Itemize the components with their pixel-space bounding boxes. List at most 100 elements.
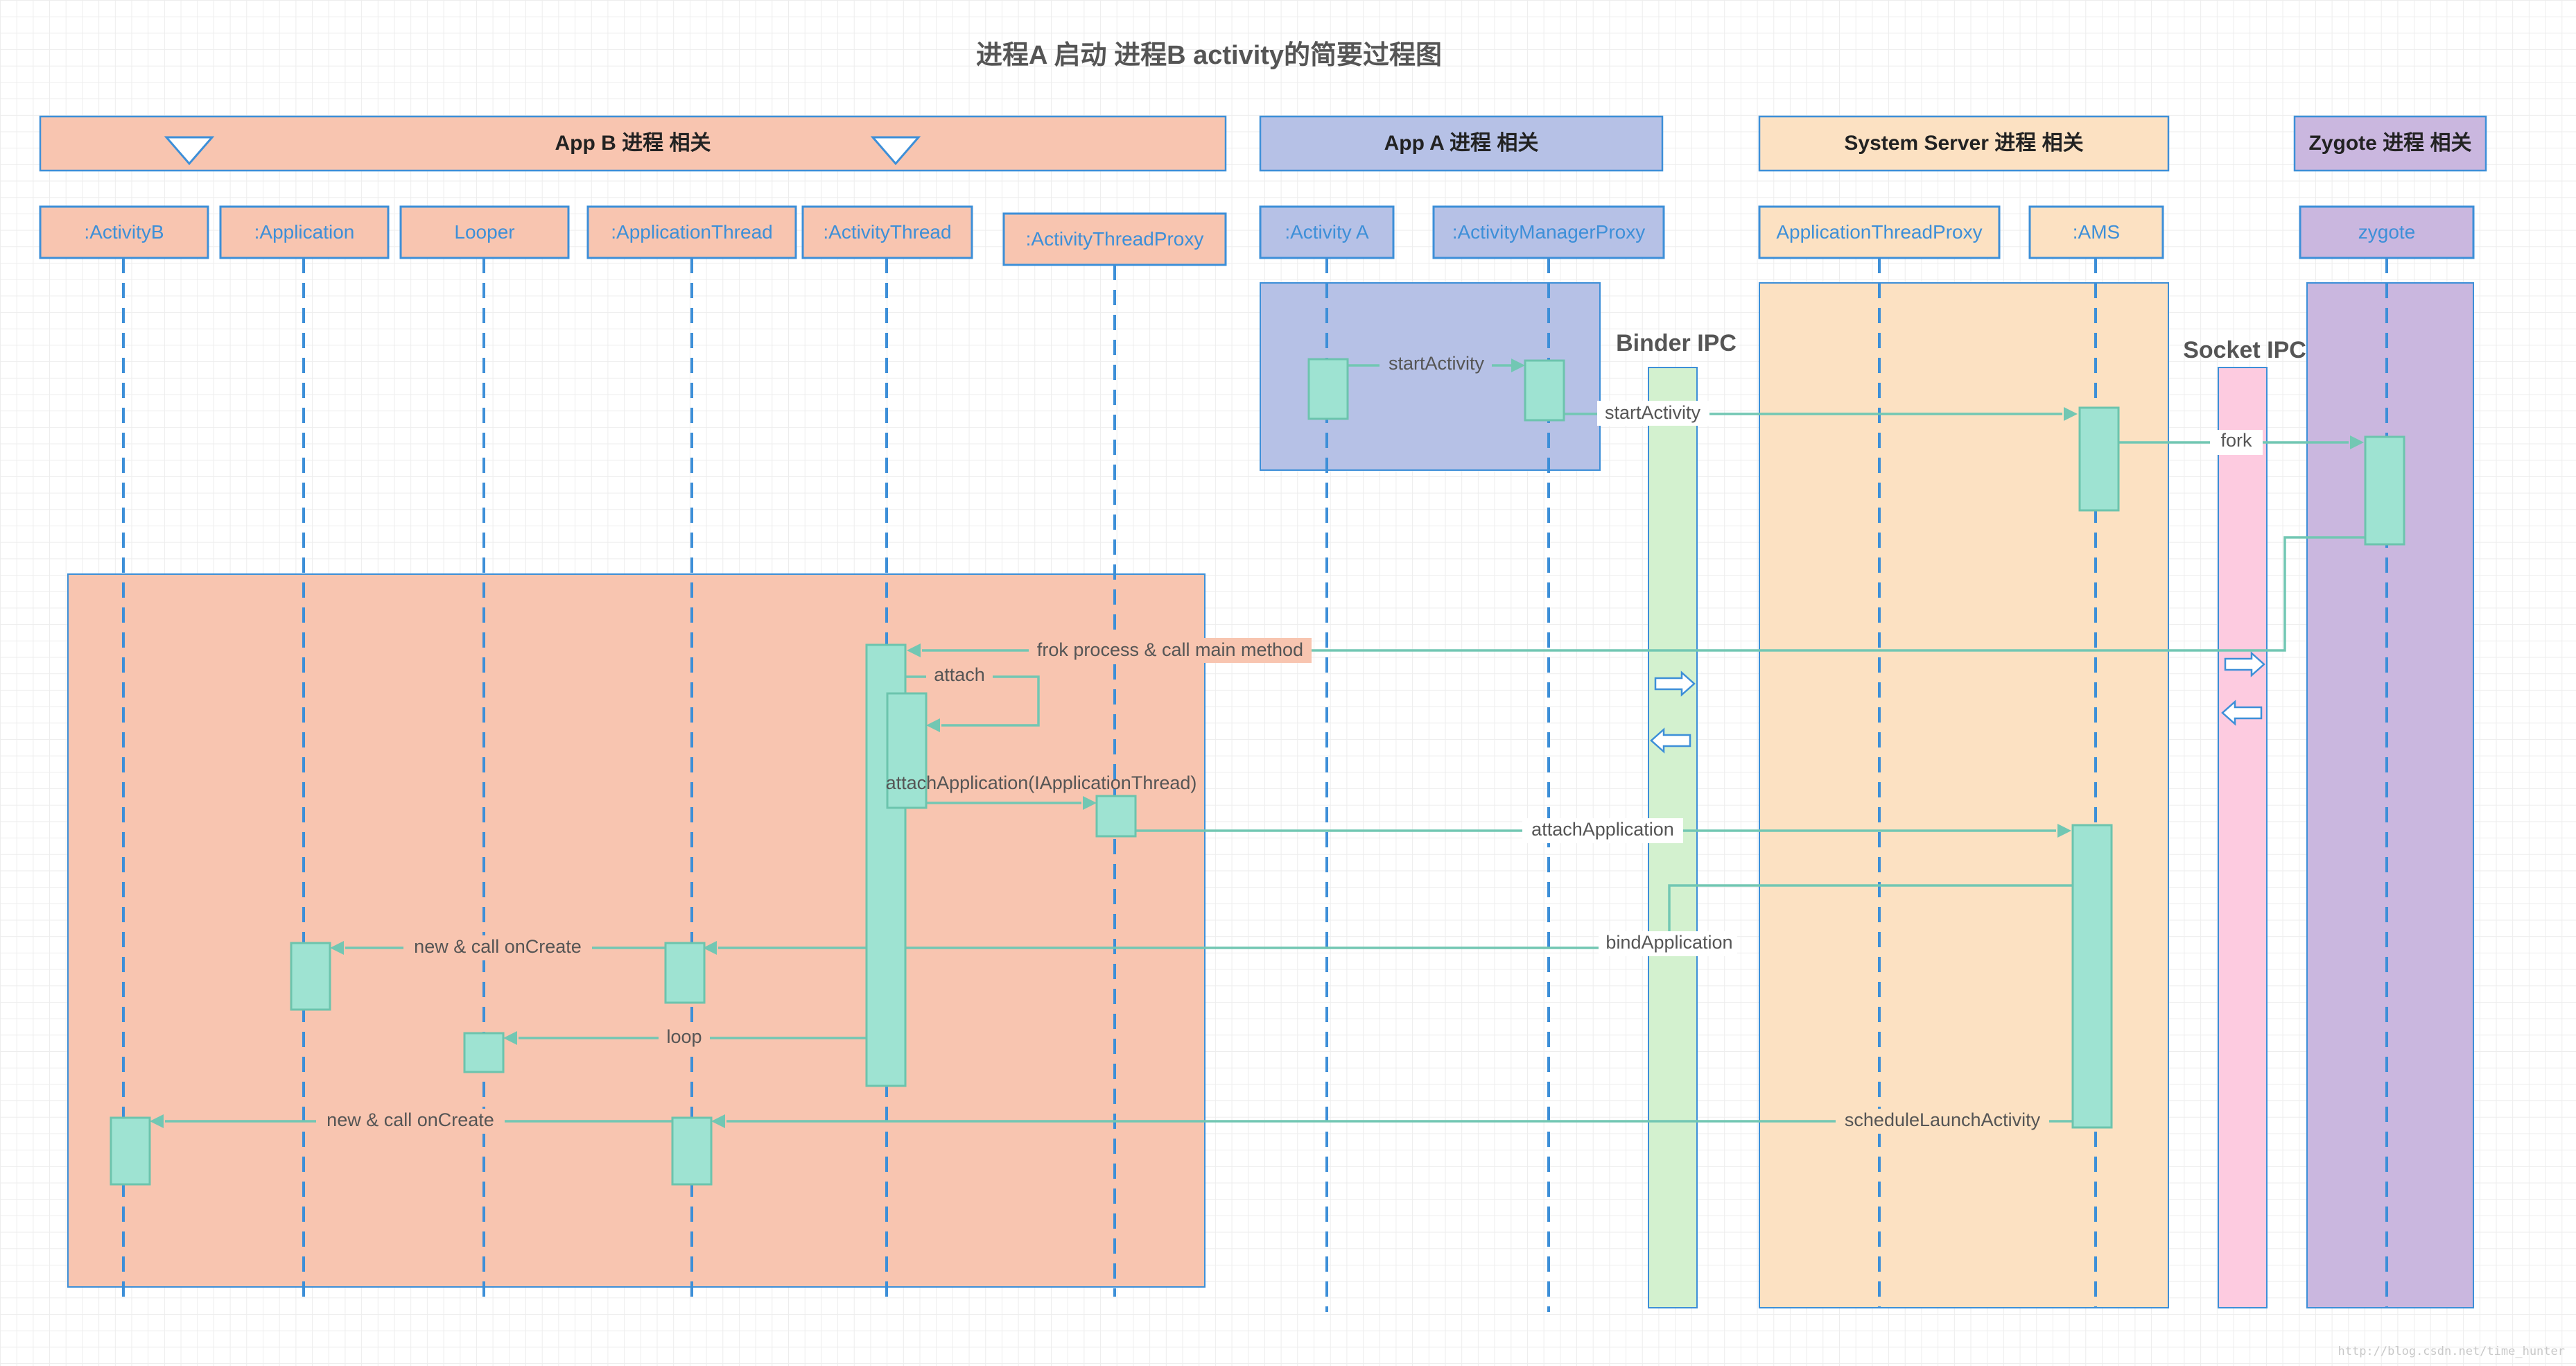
msg-label-start-activity-2: startActivity	[1605, 402, 1701, 423]
lifeline-head-label: zygote	[2358, 221, 2416, 243]
label-bg	[403, 935, 592, 960]
group-system-server: System Server 进程 相关	[1758, 115, 2170, 172]
group-app-a-header	[1259, 115, 1664, 172]
label-bg	[659, 1026, 710, 1051]
arrowhead-icon	[150, 1114, 164, 1128]
activation-activity-thread-proxy	[1095, 795, 1137, 838]
label-bg	[1380, 350, 1492, 375]
socket-ipc-channel: Socket IPC	[2183, 337, 2306, 1308]
lifeline-head-activity-a[interactable]: :Activity A	[1259, 205, 1395, 259]
lifeline-headers: :ActivityB :Application Looper :Applicat…	[39, 205, 2475, 266]
msg-label-schedule-launch-activity: scheduleLaunchActivity	[1845, 1109, 2041, 1130]
msg-label-new-call-oncreate-app: new & call onCreate	[414, 936, 582, 957]
lifeline-head-box	[39, 205, 209, 259]
activation-ams-2	[2071, 824, 2113, 1129]
msg-label-start-activity-1: startActivity	[1389, 353, 1485, 374]
lifeline-head-box	[2028, 205, 2164, 259]
activation-zygote	[2364, 435, 2405, 546]
app-b-region	[67, 573, 1206, 1288]
label-bg	[2210, 430, 2263, 455]
lifeline-head-label: :ApplicationThread	[611, 221, 772, 243]
lifeline-head-box	[2299, 205, 2475, 259]
lifeline-head-box	[1002, 212, 1227, 266]
lifeline-head-activity-thread[interactable]: :ActivityThread	[801, 205, 973, 259]
msg-label-attach-application-thread: attachApplication(IApplicationThread)	[886, 772, 1197, 793]
lifeline-head-application[interactable]: :Application	[219, 205, 390, 259]
activation-application	[290, 942, 331, 1011]
arrowhead-icon	[711, 1114, 725, 1128]
group-app-b-label: App B 进程 相关	[555, 132, 711, 155]
lifeline-head-box	[399, 205, 570, 259]
lifeline-head-label: ApplicationThreadProxy	[1776, 221, 1982, 243]
lifeline-head-looper[interactable]: Looper	[399, 205, 570, 259]
arrowhead-icon	[503, 1031, 517, 1045]
lifeline-head-label: :ActivityB	[84, 221, 164, 243]
lifeline-head-activity-b[interactable]: :ActivityB	[39, 205, 209, 259]
lifeline-head-label: :ActivityThreadProxy	[1026, 228, 1204, 250]
activation-ams-1	[2078, 406, 2120, 512]
activation-looper	[463, 1032, 505, 1073]
label-bg	[926, 663, 993, 688]
group-system-server-header	[1758, 115, 2170, 172]
arrow-right-icon	[2224, 651, 2265, 677]
msg-label-fork: fork	[2220, 430, 2252, 451]
arrowhead-icon	[2057, 824, 2071, 838]
group-zygote-header	[2293, 115, 2487, 172]
collapse-triangle-icon[interactable]	[164, 136, 215, 166]
lifeline-head-application-thread[interactable]: :ApplicationThread	[586, 205, 797, 259]
group-app-a-label: App A 进程 相关	[1384, 132, 1539, 155]
arrowhead-icon	[330, 941, 344, 955]
lifeline-head-label: Looper	[454, 221, 514, 243]
msg-line-fork-process	[922, 536, 2365, 652]
arrowhead-icon	[1083, 796, 1097, 810]
lifeline-head-activity-thread-proxy[interactable]: :ActivityThreadProxy	[1002, 212, 1227, 266]
lifeline-head-application-thread-proxy[interactable]: ApplicationThreadProxy	[1758, 205, 2001, 259]
label-bg	[1029, 638, 1312, 663]
msg-label-attach-application: attachApplication	[1531, 819, 1674, 840]
socket-ipc-label: Socket IPC	[2183, 337, 2306, 363]
label-bg	[1522, 818, 1683, 843]
arrowhead-icon	[907, 643, 921, 657]
lifeline-head-zygote[interactable]: zygote	[2299, 205, 2475, 259]
lifeline-head-label: :ActivityManagerProxy	[1452, 221, 1646, 243]
msg-label-attach: attach	[934, 664, 985, 685]
arrowhead-icon	[926, 718, 940, 732]
activation-activity-a	[1307, 358, 1349, 420]
collapse-triangle-icon[interactable]	[870, 136, 921, 166]
activation-activity-b	[110, 1116, 151, 1186]
lifeline-head-label: :Activity A	[1285, 221, 1369, 243]
arrow-left-icon	[1650, 727, 1691, 754]
watermark: http://blog.csdn.net/time_hunter	[2338, 1345, 2565, 1358]
arrowhead-icon	[2064, 407, 2078, 421]
socket-ipc-bar	[2218, 367, 2268, 1308]
group-app-b: App B 进程 相关	[39, 115, 1227, 172]
arrow-right-icon	[1654, 671, 1696, 697]
msg-label-loop: loop	[666, 1026, 702, 1047]
group-system-server-label: System Server 进程 相关	[1844, 132, 2083, 155]
lifeline-head-activity-manager-proxy[interactable]: :ActivityManagerProxy	[1432, 205, 1665, 259]
label-bg	[1599, 931, 1737, 956]
msg-label-fork-process: frok process & call main method	[1037, 639, 1303, 660]
label-bg	[1836, 1109, 2049, 1134]
activation-activity-thread-nested	[886, 692, 928, 809]
group-zygote: Zygote 进程 相关	[2293, 115, 2487, 172]
lifeline-head-box	[219, 205, 390, 259]
diagram-title: 进程A 启动 进程B activity的简要过程图	[976, 41, 1442, 70]
lifeline-head-box	[586, 205, 797, 259]
arrowhead-icon	[703, 941, 717, 955]
activation-bars	[110, 358, 2405, 1186]
message-lines	[150, 358, 2365, 1128]
arrow-left-icon	[2221, 700, 2263, 726]
activation-activity-manager-proxy	[1524, 359, 1565, 422]
lifeline-head-box	[1758, 205, 2001, 259]
lifeline-head-box	[1432, 205, 1665, 259]
label-bg	[316, 1109, 505, 1134]
lifeline-head-label: :AMS	[2073, 221, 2120, 243]
activation-application-thread-2	[671, 1116, 713, 1186]
arrowhead-icon	[2350, 435, 2364, 449]
lifeline-head-ams[interactable]: :AMS	[2028, 205, 2164, 259]
msg-label-new-call-oncreate-activity: new & call onCreate	[327, 1109, 494, 1130]
lifeline-head-label: :Application	[254, 221, 355, 243]
msg-label-bind-application: bindApplication	[1605, 932, 1732, 953]
activation-application-thread-1	[664, 942, 706, 1004]
